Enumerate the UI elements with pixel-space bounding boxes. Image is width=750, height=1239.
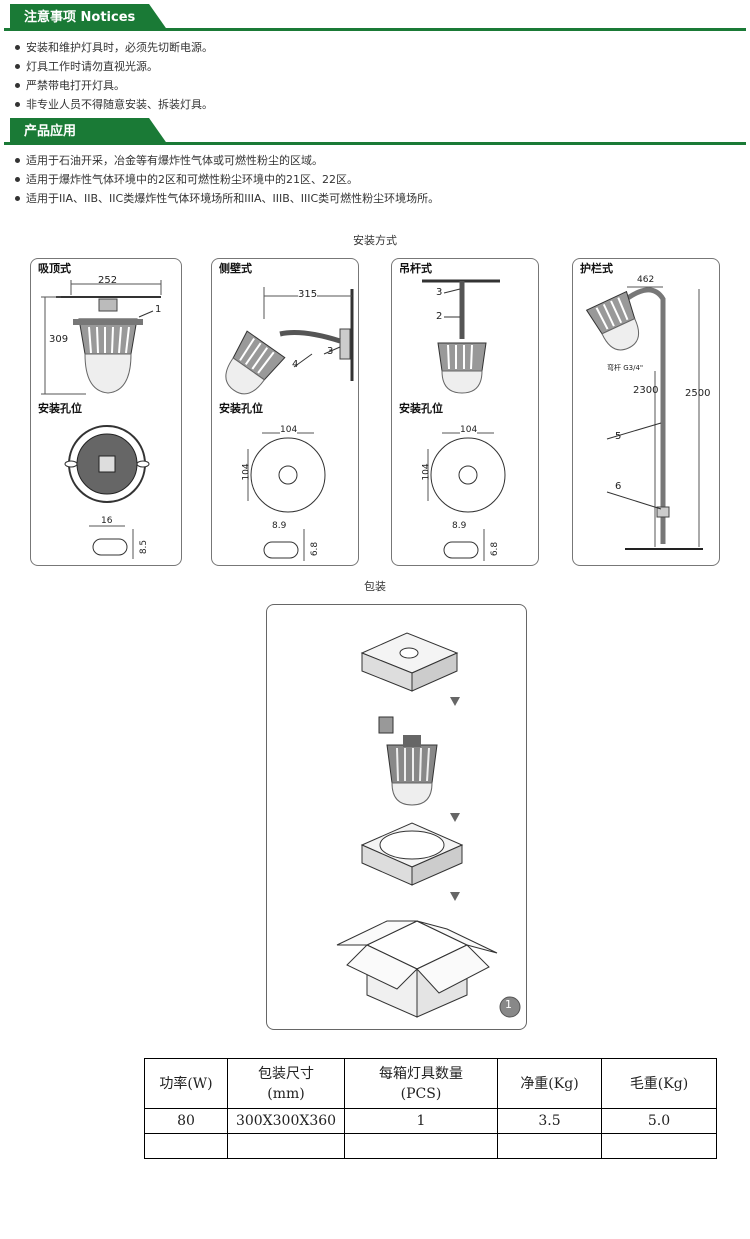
list-item: 适用于IIA、IIB、IIC类爆炸性气体环境场所和IIIA、IIIB、IIIC类… <box>14 189 439 208</box>
wall-hole-label: 安装孔位 <box>216 400 266 416</box>
table-row <box>144 1133 717 1159</box>
rail-pipe: 弯杆 G3/4" <box>607 364 644 372</box>
pendant-hole-label: 安装孔位 <box>396 400 446 416</box>
pendant-hole-w: 104 <box>460 425 478 435</box>
list-item: 灯具工作时请勿直视光源。 <box>14 57 213 76</box>
rail-label: 护栏式 <box>577 260 616 276</box>
ceiling-drawing <box>41 280 162 559</box>
wall-n4: 4 <box>292 359 299 370</box>
list-item: 非专业人员不得随意安装、拆装灯具。 <box>14 95 213 114</box>
rail-drawing <box>585 286 703 550</box>
wall-width: 315 <box>298 289 318 300</box>
list-item: 适用于石油开采，冶金等有爆炸性气体或可燃性粉尘的区域。 <box>14 151 439 170</box>
ceiling-n1: 1 <box>155 304 162 315</box>
wall-label: 侧壁式 <box>216 260 255 276</box>
header-qty: 每箱灯具数量(PCS) <box>344 1058 498 1109</box>
notices-header: 注意事项 Notices <box>4 4 746 31</box>
rail-n5: 5 <box>615 431 622 442</box>
pendant-slot-w: 8.9 <box>452 521 467 531</box>
install-caption: 安装方式 <box>353 234 397 247</box>
packing-badge: 1 <box>505 998 512 1011</box>
panel-pendant: 吊杆式 3 2 安装孔位 104 104 8.9 6.8 <box>391 258 539 566</box>
pendant-n2: 2 <box>436 311 443 322</box>
spec-table: 功率(W) 包装尺寸(mm) 每箱灯具数量(PCS) 净重(Kg) 毛重(Kg)… <box>144 1058 717 1159</box>
applications-list: 适用于石油开采，冶金等有爆炸性气体或可燃性粉尘的区域。 适用于爆炸性气体环境中的… <box>14 151 439 208</box>
ceiling-slot-w: 16 <box>101 516 113 526</box>
ceiling-slot-h: 8.5 <box>139 539 150 555</box>
rail-width: 462 <box>637 275 655 285</box>
pendant-drawing <box>422 279 506 561</box>
header-power: 功率(W) <box>144 1058 228 1109</box>
pendant-hole-h: 104 <box>421 463 432 481</box>
rail-h1: 2300 <box>633 385 659 396</box>
header-package-size: 包装尺寸(mm) <box>227 1058 345 1109</box>
rail-n6: 6 <box>615 481 622 492</box>
list-item: 严禁带电打开灯具。 <box>14 76 213 95</box>
packing-drawing <box>336 632 521 1018</box>
panel-ceiling: 吸顶式 252 309 1 安装孔位 16 8.5 <box>30 258 182 566</box>
notices-title: 注意事项 Notices <box>10 4 168 31</box>
wall-hole-w: 104 <box>280 425 298 435</box>
packing-caption: 包装 <box>364 580 386 593</box>
header-net-weight: 净重(Kg) <box>497 1058 602 1109</box>
applications-title: 产品应用 Applications <box>10 118 168 145</box>
wall-slot-h: 6.8 <box>310 541 321 557</box>
table-row: 80 300X300X360 1 3.5 5.0 <box>144 1108 717 1134</box>
ceiling-width: 252 <box>98 275 118 286</box>
ceiling-hole-label: 安装孔位 <box>35 400 85 416</box>
pendant-n3: 3 <box>436 287 443 298</box>
rail-h2: 2500 <box>685 388 711 399</box>
panel-rail: 护栏式 462 弯杆 G3/4" 2300 2500 5 6 <box>572 258 720 566</box>
table-header-row: 功率(W) 包装尺寸(mm) 每箱灯具数量(PCS) 净重(Kg) 毛重(Kg) <box>144 1058 717 1109</box>
wall-slot-w: 8.9 <box>272 521 287 531</box>
ceiling-label: 吸顶式 <box>35 260 74 276</box>
notices-list: 安装和维护灯具时，必须先切断电源。 灯具工作时请勿直视光源。 严禁带电打开灯具。… <box>14 38 213 114</box>
wall-hole-h: 104 <box>241 463 252 481</box>
header-gross-weight: 毛重(Kg) <box>601 1058 717 1109</box>
pendant-slot-h: 6.8 <box>490 541 501 557</box>
list-item: 安装和维护灯具时，必须先切断电源。 <box>14 38 213 57</box>
ceiling-height: 309 <box>49 334 69 345</box>
list-item: 适用于爆炸性气体环境中的2区和可燃性粉尘环境中的21区、22区。 <box>14 170 439 189</box>
panel-wall: 侧壁式 315 3 4 安装孔位 104 104 8.9 6.8 <box>211 258 359 566</box>
packing-panel: 1 <box>266 604 527 1030</box>
wall-n3: 3 <box>327 346 334 357</box>
applications-header: 产品应用 Applications <box>4 118 746 145</box>
pendant-label: 吊杆式 <box>396 260 435 276</box>
